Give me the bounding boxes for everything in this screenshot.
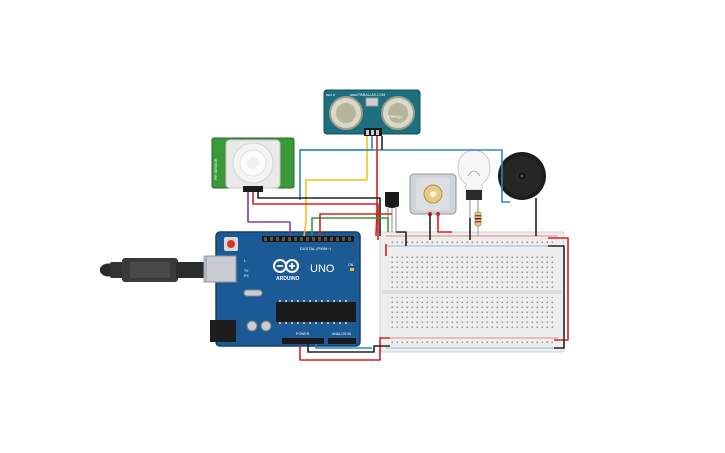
resistor[interactable] <box>474 211 482 236</box>
wire-red-ping[interactable] <box>375 136 378 237</box>
board-model: UNO <box>310 263 335 275</box>
wire-red-motor[interactable] <box>437 214 452 233</box>
wire-black-temp[interactable] <box>396 231 407 246</box>
usb-jack <box>205 255 237 283</box>
arduino-logo <box>273 259 299 273</box>
wire-black-pir[interactable] <box>257 192 381 236</box>
arduino-uno-board[interactable]: DIGITAL (PWM~) ARDUINO UNO TX RX L ON <box>205 231 361 347</box>
wire-blue-analog[interactable] <box>315 344 372 349</box>
wire-blue-ping[interactable] <box>299 136 373 200</box>
rx-label: RX <box>244 274 250 278</box>
ping-website: www.PARALLAX.COM <box>350 93 385 97</box>
pir-sensor[interactable]: PIR SENSOR <box>211 137 295 192</box>
analog-label: ANALOG IN <box>332 332 352 336</box>
wires <box>247 136 569 361</box>
wire-black-gnd[interactable] <box>307 344 390 353</box>
piezo-buzzer[interactable] <box>498 152 546 200</box>
power-header <box>282 338 324 344</box>
ping-model: PING))) <box>388 114 402 119</box>
wire-red-power[interactable] <box>299 337 390 361</box>
ping-rev: REV B <box>326 93 335 97</box>
atmega-chip <box>276 302 356 322</box>
wire-blue-buzzer[interactable] <box>300 149 510 203</box>
wire-red-pir[interactable] <box>252 192 379 240</box>
wire-yellow-ping[interactable] <box>303 136 368 237</box>
on-label: ON <box>348 263 354 267</box>
temperature-sensor[interactable] <box>385 192 399 232</box>
ultrasonic-sensor[interactable]: www.PARALLAX.COM PING))) REV B <box>323 89 421 136</box>
crystal <box>243 289 263 297</box>
l-label: L <box>244 259 246 263</box>
board-brand: ARDUINO <box>276 276 299 282</box>
wire-black-rail[interactable] <box>548 245 565 349</box>
breadboard[interactable] <box>379 231 565 353</box>
power-jack <box>210 320 236 342</box>
analog-header <box>328 338 356 344</box>
pir-side-label: PIR SENSOR <box>214 158 218 180</box>
digital-label: DIGITAL (PWM~) <box>300 246 332 251</box>
wire-red-temp[interactable] <box>319 213 392 236</box>
tx-label: TX <box>244 269 249 273</box>
wire-red-rail[interactable] <box>548 237 569 341</box>
wire-green-temp[interactable] <box>311 217 389 236</box>
dc-motor[interactable] <box>409 173 457 216</box>
wire-purple-pir[interactable] <box>247 192 291 236</box>
light-bulb[interactable] <box>457 149 491 218</box>
power-label: POWER <box>296 332 310 336</box>
